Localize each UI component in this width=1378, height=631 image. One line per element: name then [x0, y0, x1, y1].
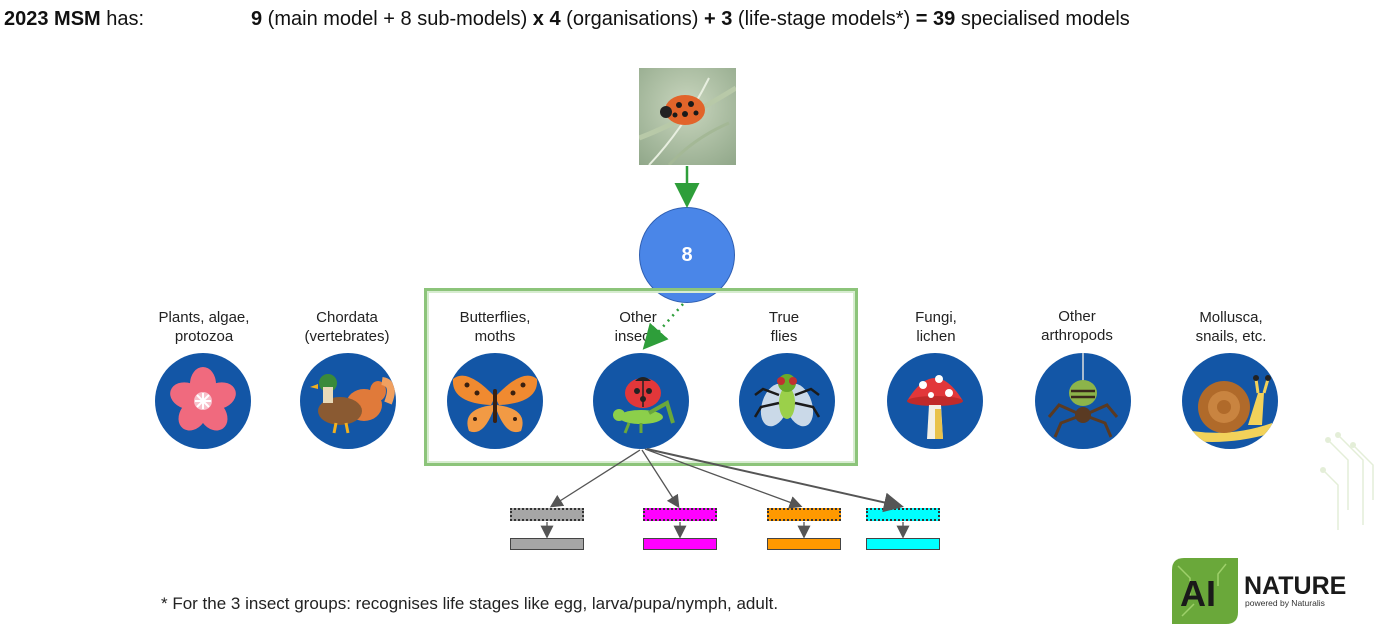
headline-equation: 9 (main model + 8 sub-models) x 4 (organ… [251, 8, 1130, 30]
node-label: 8 [681, 243, 693, 266]
footnote: * For the 3 insect groups: recognises li… [161, 594, 779, 613]
life-stage-output-orange [767, 538, 841, 550]
logo-name: NATURE [1244, 572, 1346, 600]
life-stage-output-grey [510, 538, 584, 550]
category-label-mollusca: Mollusca,snails, etc. [1195, 309, 1267, 345]
spider-icon [1035, 353, 1131, 449]
insect-groups-box [424, 288, 858, 466]
life-stage-input-grey [510, 508, 584, 521]
headline: 2023 MSM has: 9 (main model + 8 sub-mode… [4, 8, 1376, 36]
logo-tagline: powered by Naturalis [1245, 598, 1325, 608]
duck-squirrel-icon [300, 353, 396, 449]
life-stage-output-magenta [643, 538, 717, 550]
logo-mark: AI [1180, 573, 1216, 614]
life-stage-input-cyan [866, 508, 940, 521]
sub-model-node: 8 [639, 207, 735, 303]
flower-icon [155, 353, 251, 449]
circuit-decoration-icon [1320, 432, 1374, 530]
category-label-butterflies: Butterflies,moths [459, 309, 531, 345]
fly-icon [739, 353, 835, 449]
ladybird-photo [639, 68, 736, 165]
ai-nature-logo: AI NATURE powered by Naturalis [1168, 556, 1354, 626]
ladybug-grasshopper-icon [593, 353, 689, 449]
life-stage-input-orange [767, 508, 841, 521]
butterfly-icon [447, 353, 543, 449]
life-stage-output-cyan [866, 538, 940, 550]
snail-icon [1182, 353, 1278, 449]
headline-lead: 2023 MSM has: [4, 8, 145, 30]
category-label-plants: Plants, algae,protozoa [158, 309, 250, 345]
category-label-chordata: Chordata(vertebrates) [304, 309, 390, 345]
life-stage-input-magenta [643, 508, 717, 521]
mushroom-icon [887, 353, 983, 449]
category-label-fungi: Fungi,lichen [915, 309, 957, 345]
